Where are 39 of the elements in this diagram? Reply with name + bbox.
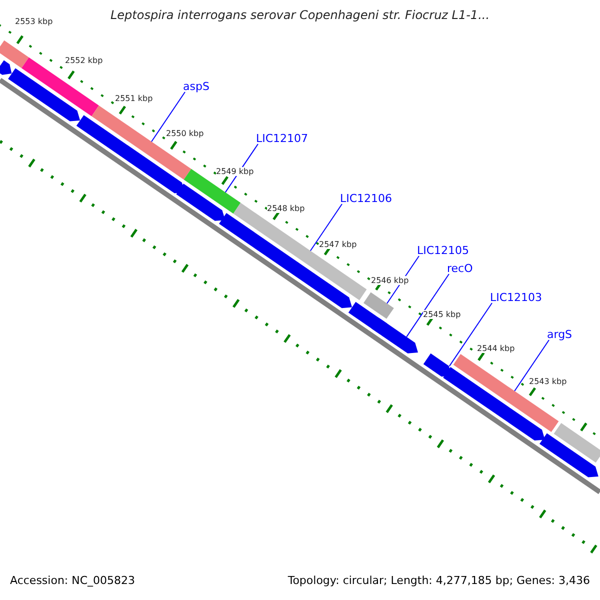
forward-strand-gene (92, 106, 192, 180)
reverse-strand-gene (371, 318, 418, 354)
reverse-strand-gene (0, 60, 12, 75)
reverse-strand-gene (423, 353, 452, 377)
leader-line (406, 274, 450, 338)
reverse-strand-gene (176, 184, 226, 221)
forward-strand-gene (0, 40, 29, 68)
scale-label: 2551 kbp (115, 94, 153, 103)
scale-label: 2547 kbp (319, 240, 357, 249)
scale-label: 2549 kbp (216, 167, 254, 176)
gene-label: LIC12105 (417, 244, 470, 257)
gene-label: LIC12106 (340, 192, 392, 205)
reverse-strand-gene (76, 115, 185, 194)
gene-label: recO (447, 262, 473, 275)
footer-text: Accession: NC_005823 (10, 574, 136, 587)
leader-line (310, 204, 342, 252)
reverse-strand-gene (540, 433, 598, 478)
footer-text: Topology: circular; Length: 4,277,185 bp; Genes: 3,436 (288, 574, 590, 587)
scale-label: 2552 kbp (65, 56, 103, 65)
scale-label: 2550 kbp (166, 129, 204, 138)
reverse-strand-gene (8, 68, 80, 122)
forward-strand-gene (554, 423, 600, 463)
title: Leptospira interrogans serovar Copenhageni str. Fiocruz L1-1... (110, 8, 490, 22)
gene-label: LIC12107 (256, 132, 308, 145)
scale-label: 2543 kbp (529, 377, 567, 386)
gene-label: aspS (183, 80, 210, 93)
scale-label: 2545 kbp (423, 310, 461, 319)
forward-strand-gene (364, 292, 394, 319)
gene-label: argS (547, 328, 572, 341)
scale-label: 2544 kbp (477, 344, 515, 353)
leader-line (514, 340, 550, 392)
scale-label: 2546 kbp (371, 276, 409, 285)
gene-label: LIC12103 (490, 291, 542, 304)
forward-strand-gene (184, 168, 241, 214)
scale-label: 2548 kbp (267, 204, 305, 213)
forward-strand-gene (233, 202, 367, 300)
scale-label: 2553 kbp (15, 17, 53, 26)
leader-line (151, 92, 186, 142)
leader-line (448, 302, 492, 367)
